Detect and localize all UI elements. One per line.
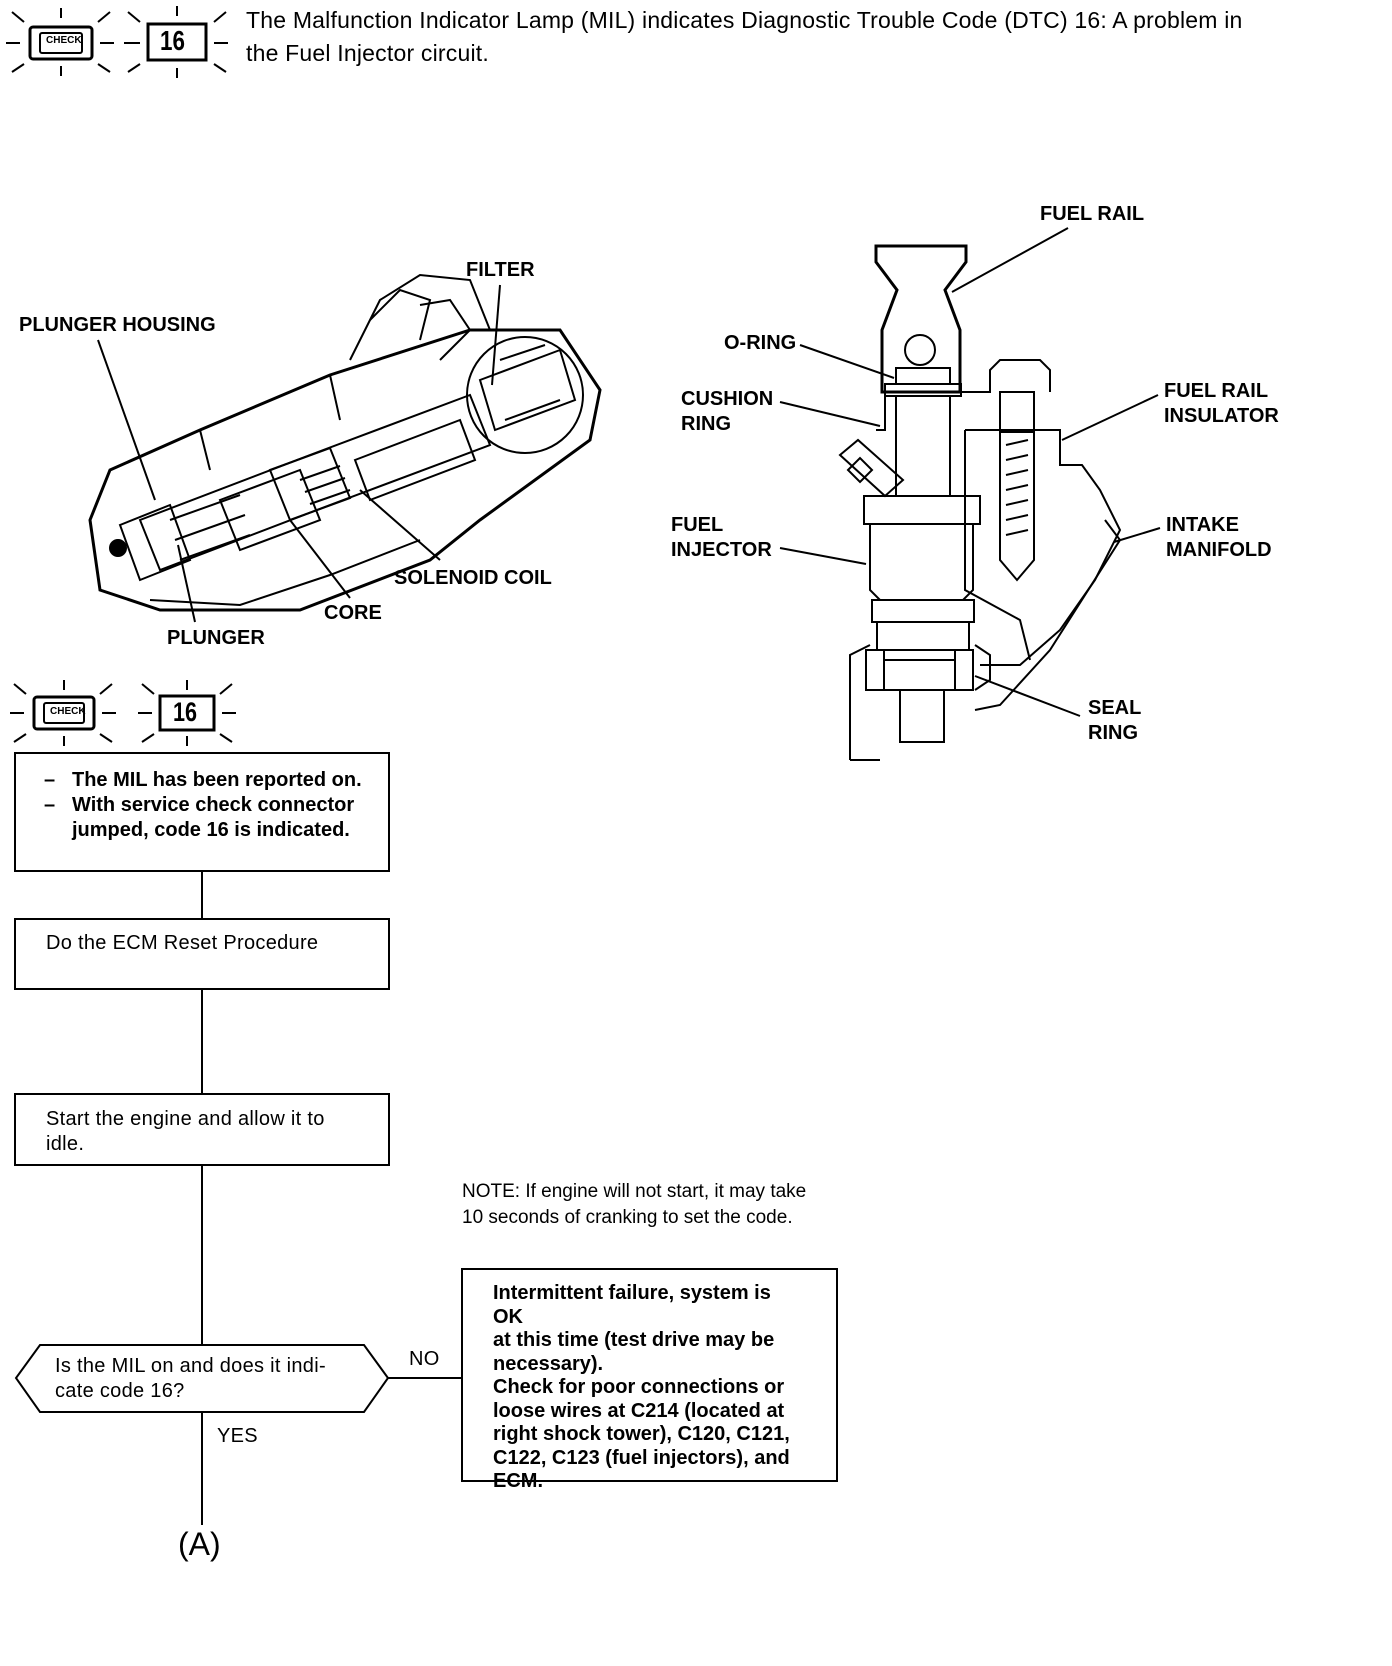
symptom-item: –With service check connector: [44, 794, 355, 816]
o-ring-label: O-RING: [724, 332, 797, 354]
fuel-rail-label: FUEL RAIL: [1040, 203, 1145, 225]
cushion-ring-label: CUSHION RING: [681, 388, 774, 435]
flow-code-icon: [138, 680, 236, 746]
flow-code-badge: 16: [173, 697, 198, 727]
plunger-housing-label: PLUNGER HOUSING: [19, 314, 216, 336]
installed-leaders: [779, 227, 1161, 717]
start-engine-line2: idle.: [46, 1133, 85, 1155]
decision-shape: [14, 1344, 390, 1413]
decision-text: Is the MIL on and does it indi- cate cod…: [55, 1355, 326, 1402]
symptom-item: –The MIL has been reported on.: [44, 769, 362, 791]
flow-mil-icon: [10, 680, 116, 746]
plunger-label: PLUNGER: [167, 627, 265, 649]
header-text: The Malfunction Indicator Lamp (MIL) ind…: [246, 4, 1386, 70]
flow-mil-label: CHECK: [50, 706, 86, 717]
cutaway-leaders: [97, 284, 501, 623]
seal-ring-label: SEAL RING: [1088, 697, 1142, 744]
header-code-icon: [124, 6, 228, 78]
header-mil-icon: [6, 8, 114, 76]
header-code-badge: 16: [160, 25, 185, 56]
solenoid-coil-label: SOLENOID COIL: [394, 567, 552, 589]
header-text-line1: The Malfunction Indicator Lamp (MIL) ind…: [246, 7, 1243, 33]
header-text-line2: the Fuel Injector circuit.: [246, 40, 489, 66]
step-ecm-reset-box: Do the ECM Reset Procedure: [14, 918, 390, 990]
filter-label: FILTER: [466, 259, 535, 281]
intermittent-result-box: Intermittent failure, system is OK at th…: [461, 1268, 838, 1492]
installed-view-drawing: [838, 244, 1122, 761]
intake-manifold-label: INTAKE MANIFOLD: [1166, 514, 1272, 561]
yes-branch-label: YES: [217, 1425, 258, 1447]
injector-cutaway-drawing: [88, 273, 602, 612]
fuel-rail-insulator-label: FUEL RAIL INSULATOR: [1164, 380, 1279, 427]
cranking-note: NOTE: If engine will not start, it may t…: [462, 1181, 807, 1228]
header-mil-label: CHECK: [46, 35, 82, 46]
flow-connectors: [201, 870, 462, 1525]
fuel-injector-label: FUEL INJECTOR: [671, 514, 772, 561]
connector-a: (A): [178, 1526, 221, 1562]
symptom-item: jumped, code 16 is indicated.: [72, 819, 350, 841]
ecm-reset-text: Do the ECM Reset Procedure: [46, 932, 319, 954]
step-start-engine-box: Start the engine and allow it to idle.: [14, 1093, 390, 1166]
no-branch-label: NO: [409, 1348, 440, 1370]
core-label: CORE: [324, 602, 382, 624]
start-engine-line1: Start the engine and allow it to: [46, 1108, 325, 1130]
step-symptom-box: –The MIL has been reported on. –With ser…: [14, 752, 390, 872]
